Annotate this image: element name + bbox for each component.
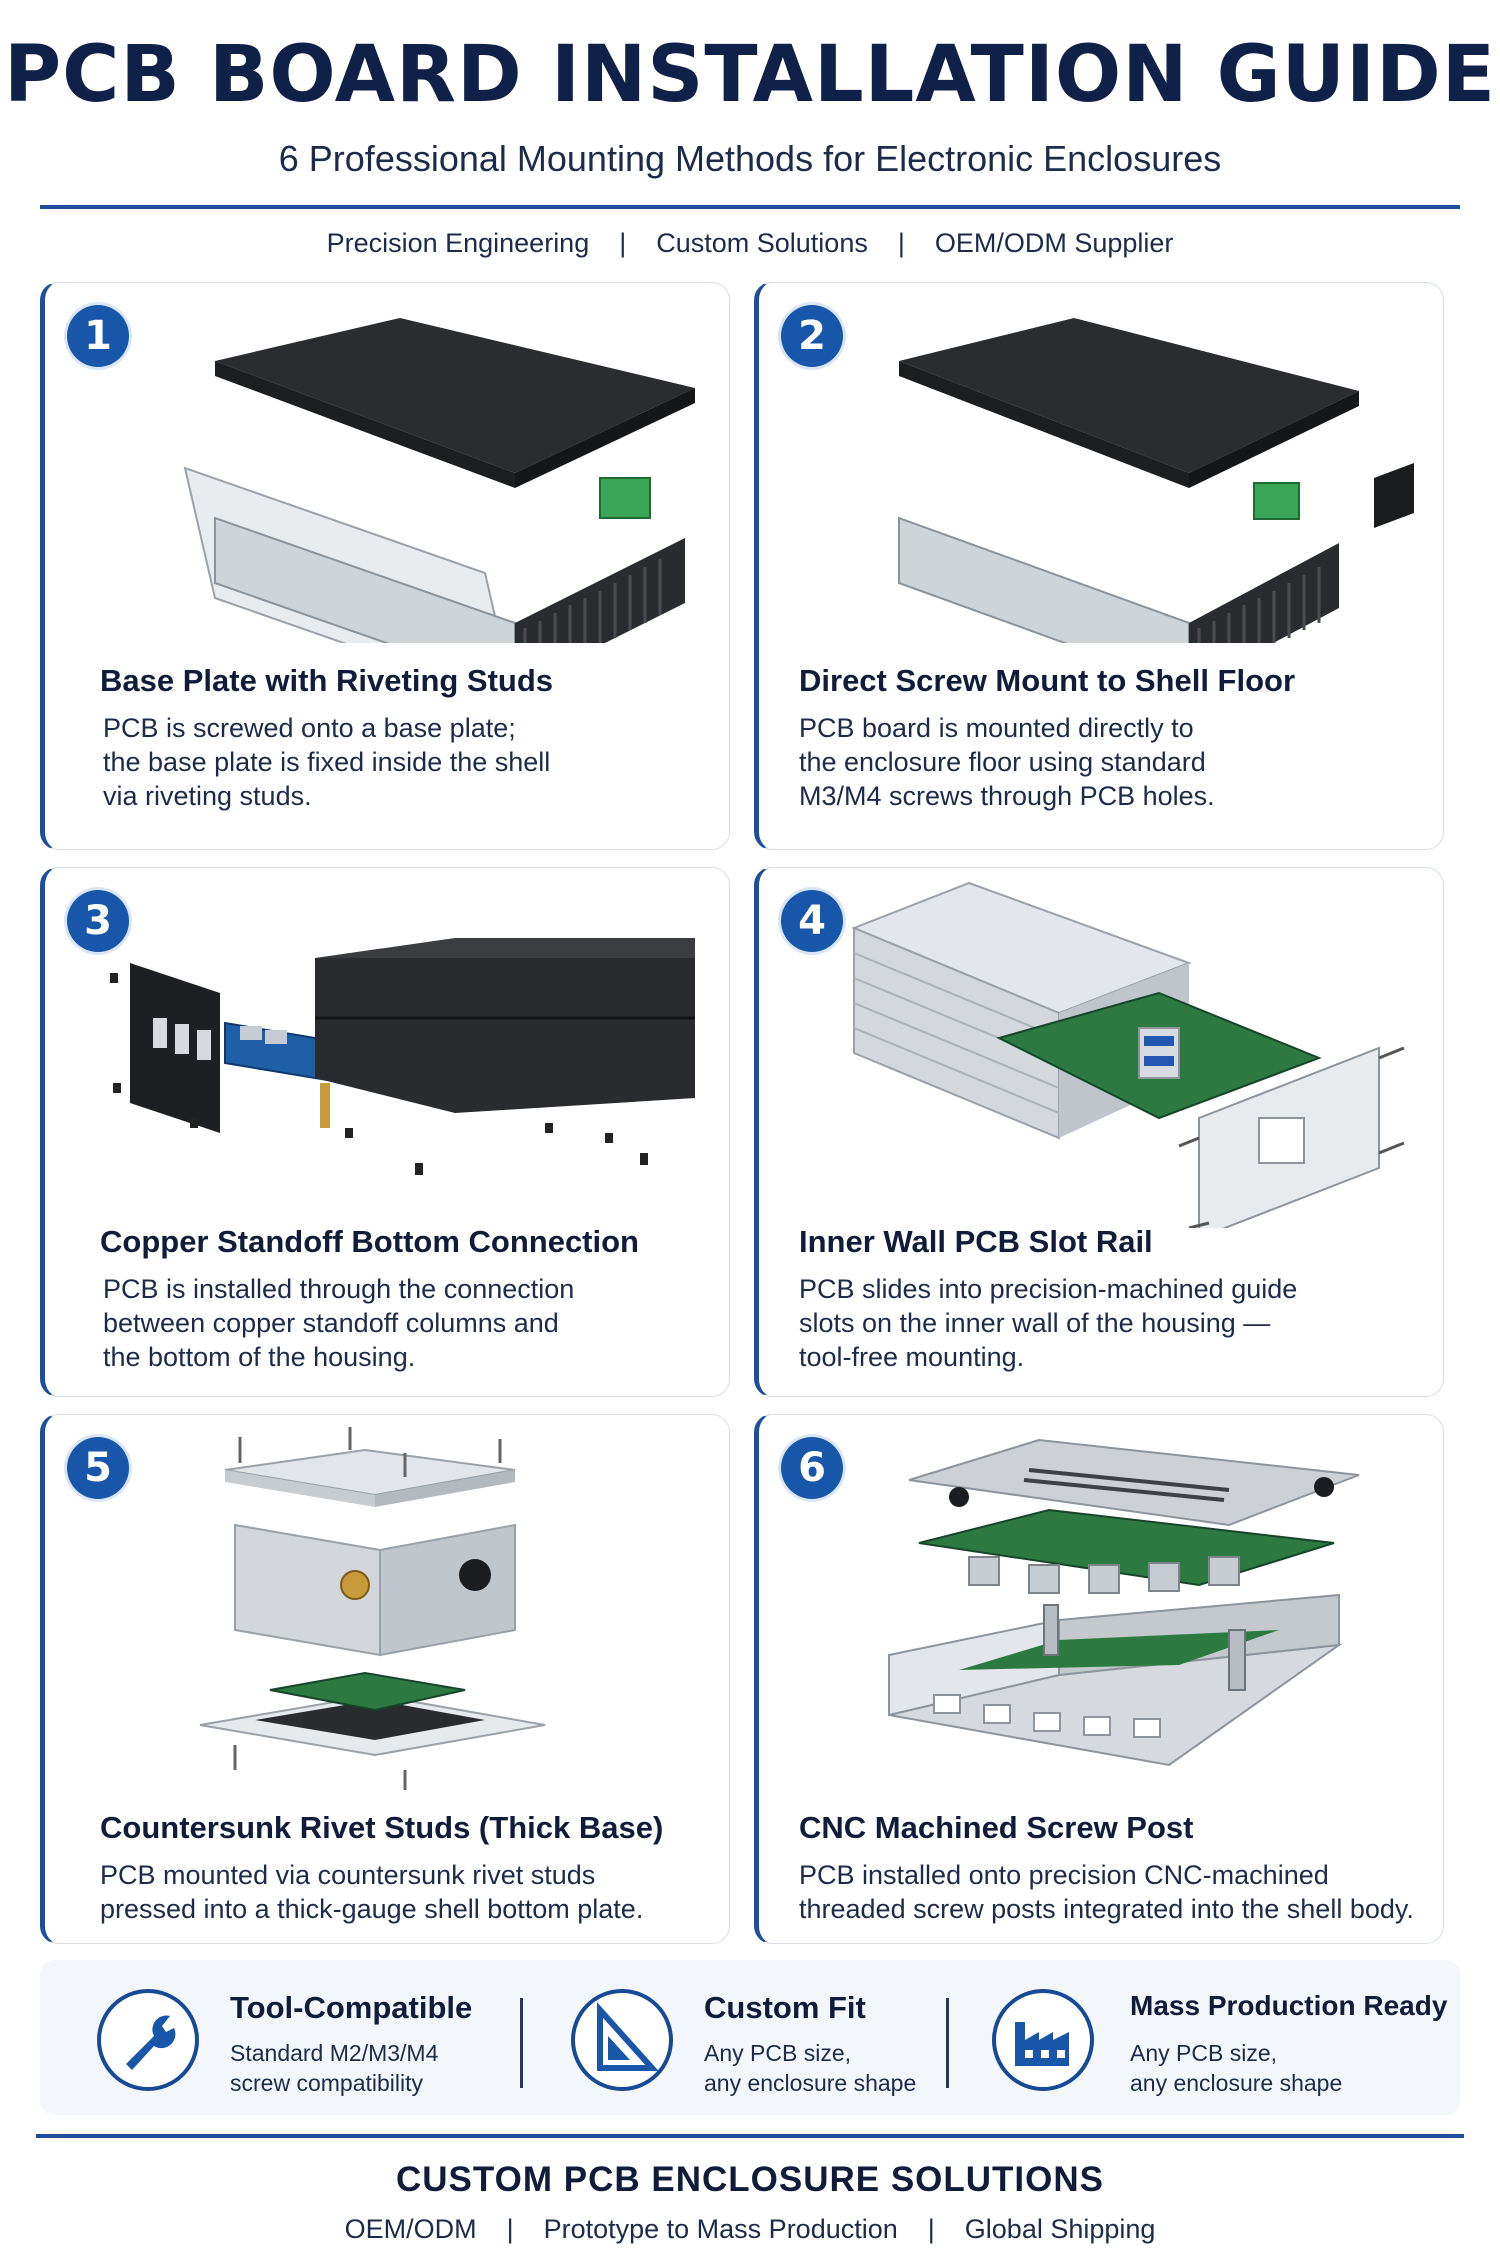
feature-custom-fit: Custom Fit Any PCB size, any enclosure s… (520, 1960, 985, 2115)
method-title: Inner Wall PCB Slot Rail (799, 1224, 1153, 1259)
feature-description: Any PCB size, any enclosure shape (704, 2040, 917, 2096)
method-number-badge: 6 (781, 1437, 843, 1499)
feature-strip: Tool-Compatible Standard M2/M3/M4 screw … (40, 1960, 1460, 2115)
method-card-1: 1 Base Plate with Riveting Studs PCB is … (40, 282, 730, 850)
feature-divider (520, 1998, 523, 2088)
method-description: PCB is screwed onto a base plate; the ba… (103, 713, 551, 811)
feature-mass-production: Mass Production Ready Any PCB size, any … (985, 1960, 1460, 2115)
method-card-2: 2 Direct Screw Mount to Shell Floor PCB … (754, 282, 1444, 850)
method-title: Countersunk Rivet Studs (Thick Base) (100, 1810, 664, 1845)
method-number-badge: 4 (781, 890, 843, 952)
method-number-badge: 5 (67, 1437, 129, 1499)
footer-divider (36, 2134, 1464, 2138)
wrench-icon (97, 1989, 199, 2091)
page-subtitle: 6 Professional Mounting Methods for Elec… (278, 138, 1222, 179)
tagline: Precision Engineering | Custom Solutions… (326, 228, 1174, 258)
method-description: PCB is installed through the connection … (103, 1274, 575, 1372)
countersunk-box-icon (199, 1427, 546, 1790)
method-number-badge: 1 (67, 305, 129, 367)
feature-divider (946, 1998, 949, 2088)
set-square-icon (571, 1989, 673, 2091)
method-description: PCB board is mounted directly to the enc… (799, 713, 1215, 811)
method-title: Direct Screw Mount to Shell Floor (799, 663, 1296, 698)
method-title: CNC Machined Screw Post (799, 1810, 1194, 1845)
method-description: PCB slides into precision-machined guide… (799, 1274, 1298, 1372)
method-card-6: 6 CNC Machined Screw Post PCB installed … (754, 1414, 1444, 1944)
method-card-5: 5 Countersunk Rivet Studs (Thick Base) P… (40, 1414, 730, 1944)
method-title: Base Plate with Riveting Studs (100, 663, 554, 698)
cnc-screw-post-icon (888, 1438, 1360, 1767)
page-title: PCB BOARD INSTALLATION GUIDE (3, 30, 1497, 120)
footer-title: CUSTOM PCB ENCLOSURE SOLUTIONS (395, 2160, 1104, 2199)
footer-tagline: OEM/ODM | Prototype to Mass Production |… (344, 2214, 1156, 2244)
method-number-badge: 3 (67, 890, 129, 952)
feature-title: Tool-Compatible (230, 1990, 473, 2025)
method-description: PCB installed onto precision CNC-machine… (799, 1860, 1414, 1924)
slot-rail-enclosure-icon (851, 881, 1405, 1228)
method-number-badge: 2 (781, 305, 843, 367)
exploded-extruded-enclosure-icon (183, 318, 695, 643)
method-description: PCB mounted via countersunk rivet studs … (100, 1860, 644, 1924)
header-divider (40, 205, 1460, 209)
standoff-enclosure-icon (110, 938, 695, 1175)
feature-tool-compatible: Tool-Compatible Standard M2/M3/M4 screw … (40, 1960, 520, 2115)
method-card-4: 4 Inner Wall PCB Slot Rail PCB slides in… (754, 867, 1444, 1397)
method-title: Copper Standoff Bottom Connection (100, 1224, 639, 1259)
feature-description: Any PCB size, any enclosure shape (1130, 2040, 1343, 2096)
feature-description: Standard M2/M3/M4 screw compatibility (230, 2040, 439, 2096)
feature-title: Mass Production Ready (1130, 1990, 1448, 2021)
factory-icon (992, 1989, 1094, 2091)
feature-title: Custom Fit (704, 1990, 866, 2025)
screw-mount-enclosure-icon (898, 318, 1414, 643)
method-card-3: 3 Copper Standoff Bottom Connection PCB … (40, 867, 730, 1397)
